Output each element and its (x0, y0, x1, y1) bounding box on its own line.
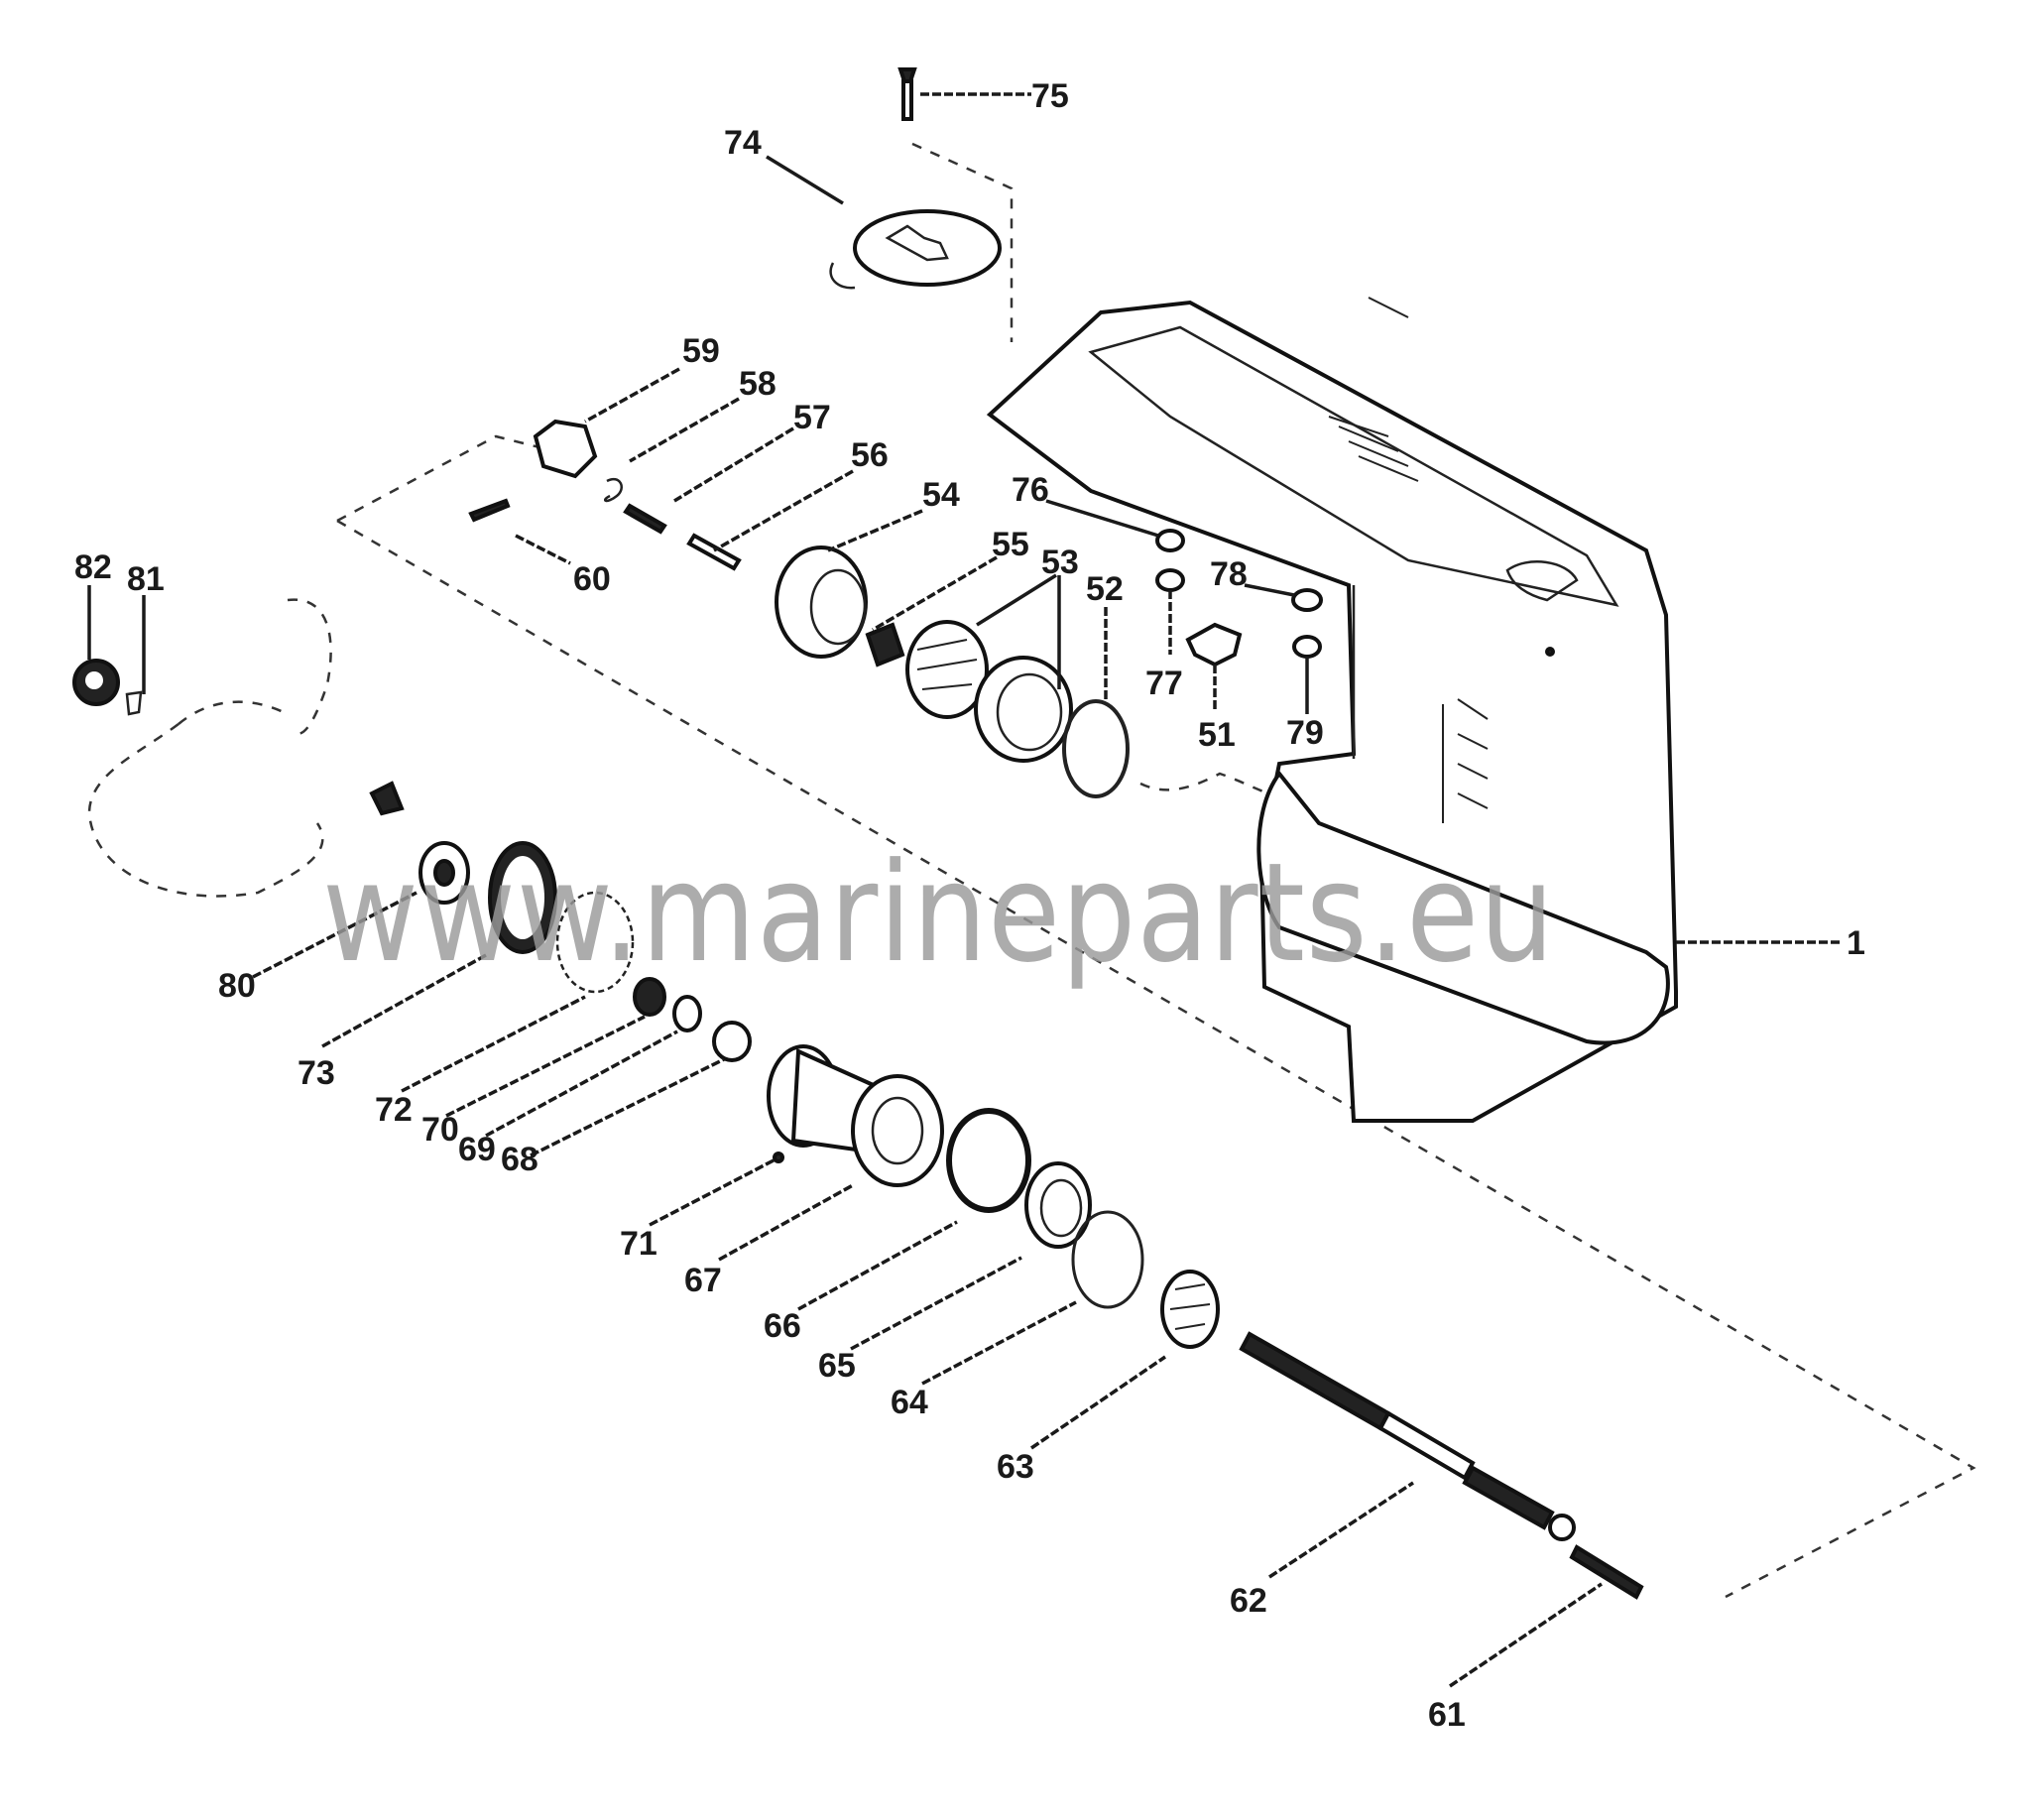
part-75-screw[interactable] (897, 67, 917, 121)
label-52[interactable]: 52 (1086, 570, 1124, 608)
label-68[interactable]: 68 (501, 1141, 538, 1178)
part-53-pinion-gear[interactable] (905, 620, 989, 719)
part-70-cam-follower[interactable] (633, 977, 666, 1017)
part-81-washer[interactable] (125, 690, 143, 716)
label-59[interactable]: 59 (682, 332, 720, 370)
label-74[interactable]: 74 (724, 124, 762, 162)
label-70[interactable]: 70 (421, 1111, 459, 1149)
label-61[interactable]: 61 (1428, 1696, 1466, 1734)
label-64[interactable]: 64 (891, 1384, 928, 1421)
ghost-propeller-outline (87, 598, 405, 898)
part-67-bearing-carrier[interactable] (767, 1044, 944, 1187)
part-80-thrust-washer[interactable] (418, 841, 470, 905)
label-76[interactable]: 76 (1012, 471, 1049, 509)
part-77-washer[interactable] (1155, 568, 1185, 592)
part-57-spring[interactable] (623, 503, 667, 535)
part-58-clip[interactable] (603, 478, 623, 503)
part-68-bearing[interactable] (712, 1021, 752, 1062)
label-55[interactable]: 55 (992, 526, 1029, 563)
label-67[interactable]: 67 (684, 1262, 722, 1299)
part-number-labels: 1 51 52 53 54 55 56 57 58 59 60 61 62 63… (74, 77, 1865, 1734)
part-52-shim[interactable] (1062, 699, 1130, 798)
label-66[interactable]: 66 (764, 1307, 801, 1345)
label-1[interactable]: 1 (1847, 924, 1865, 962)
label-80[interactable]: 80 (218, 967, 256, 1005)
part-66-o-ring[interactable] (946, 1108, 1031, 1213)
part-62-propeller-shaft[interactable] (1239, 1331, 1576, 1541)
part-65-bearing[interactable] (1024, 1161, 1092, 1249)
label-63[interactable]: 63 (997, 1448, 1034, 1486)
label-57[interactable]: 57 (793, 399, 831, 436)
label-81[interactable]: 81 (127, 560, 165, 598)
part-69-spring[interactable] (672, 995, 702, 1032)
part-82-plug[interactable] (72, 659, 120, 706)
label-77[interactable]: 77 (1145, 665, 1183, 702)
label-65[interactable]: 65 (818, 1347, 856, 1385)
part-72-clutch[interactable] (555, 891, 635, 994)
label-58[interactable]: 58 (739, 365, 777, 403)
part-60-pin[interactable] (468, 498, 511, 523)
label-79[interactable]: 79 (1286, 714, 1324, 752)
label-53[interactable]: 53 (1041, 544, 1079, 581)
part-1-gearcase-housing[interactable] (986, 297, 1678, 1123)
part-64-shim[interactable] (1071, 1210, 1144, 1309)
part-55-bearing[interactable] (865, 622, 905, 667)
part-74-cover-plate[interactable] (829, 209, 1002, 290)
part-71-pin[interactable] (773, 1152, 784, 1163)
label-60[interactable]: 60 (573, 560, 611, 598)
label-82[interactable]: 82 (74, 548, 112, 586)
part-59-shift-cam[interactable] (533, 419, 598, 479)
part-78-nut[interactable] (1291, 588, 1323, 612)
part-79-washer[interactable] (1292, 635, 1322, 659)
part-56-pin[interactable] (686, 533, 742, 571)
label-51[interactable]: 51 (1198, 716, 1236, 754)
part-76-nut[interactable] (1155, 529, 1185, 552)
part-51-bracket[interactable] (1185, 622, 1243, 667)
label-72[interactable]: 72 (375, 1091, 413, 1129)
label-71[interactable]: 71 (620, 1225, 657, 1263)
label-69[interactable]: 69 (458, 1131, 496, 1168)
part-73-seal-ring[interactable] (488, 841, 557, 954)
part-63-pinion-gear[interactable] (1160, 1270, 1220, 1349)
label-56[interactable]: 56 (851, 436, 889, 474)
part-53-bearing-cup[interactable] (974, 656, 1073, 763)
label-75[interactable]: 75 (1031, 77, 1069, 115)
part-61-shaft-pin[interactable] (1569, 1544, 1644, 1600)
label-73[interactable]: 73 (298, 1054, 335, 1092)
leader-lines (87, 92, 1840, 1688)
label-54[interactable]: 54 (922, 476, 960, 514)
label-62[interactable]: 62 (1230, 1582, 1267, 1620)
part-54-forward-gear[interactable] (775, 546, 868, 659)
label-78[interactable]: 78 (1210, 555, 1248, 593)
